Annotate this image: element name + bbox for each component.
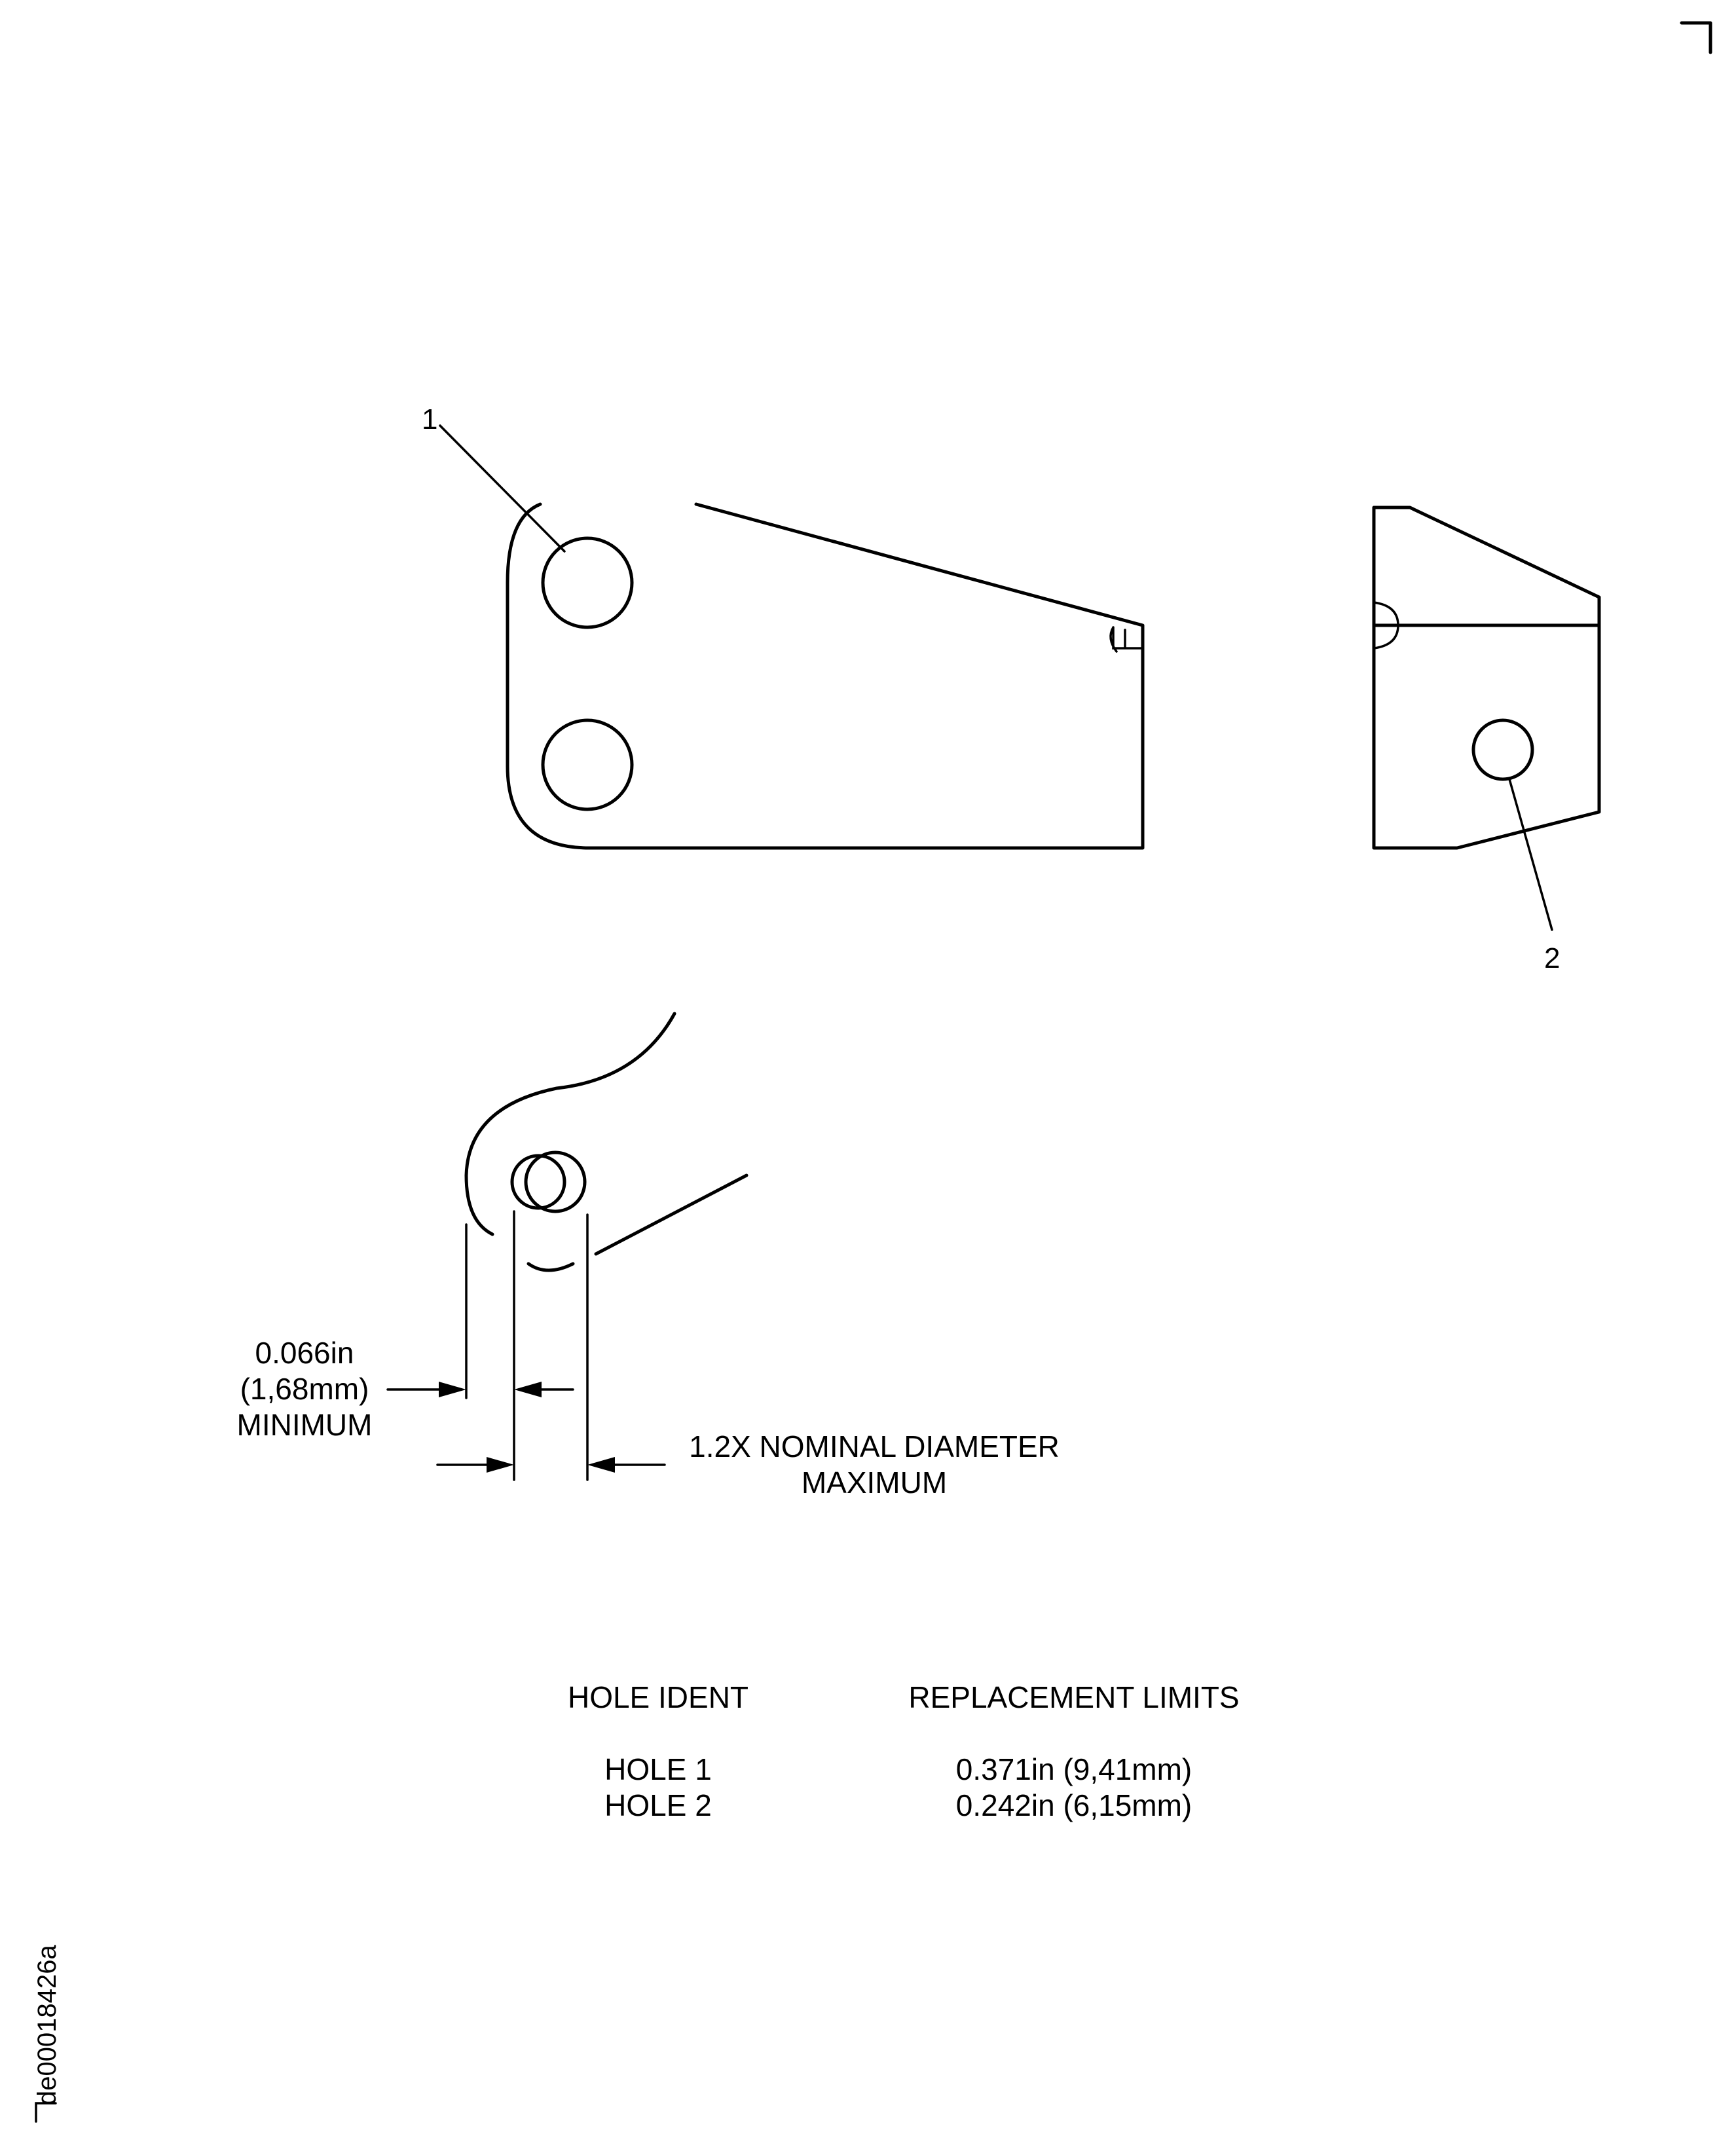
- hole-2-end-circle: [1471, 718, 1534, 781]
- bracket-notch: [1109, 626, 1144, 653]
- callout-1-label: 1: [422, 403, 437, 435]
- hole-1-circle: [541, 536, 634, 629]
- min-dimension-mm: (1,68mm): [240, 1372, 369, 1406]
- detail-elongated-hole-bottom: [526, 1262, 575, 1272]
- min-dim-arrow-right-head: [514, 1382, 542, 1397]
- docid-frame-mark: [35, 2102, 57, 2123]
- hole-wear-detail: [386, 1012, 748, 1481]
- detail-hole-original: [510, 1154, 566, 1210]
- detail-lower-edge: [594, 1173, 748, 1256]
- bracket-side-view: [506, 502, 1145, 850]
- max-dim-arrow-left-head: [487, 1457, 514, 1473]
- max-dimension-label-2: MAXIMUM: [802, 1465, 947, 1499]
- callout-1-leader: [439, 424, 566, 553]
- detail-hole-worn: [524, 1150, 587, 1213]
- bracket-end-view: [1372, 506, 1601, 850]
- document-id: de00018426a: [33, 1945, 62, 2105]
- table-row-1-limit: 0.371in (9,41mm): [956, 1752, 1192, 1786]
- max-dim-arrow-right-head: [587, 1457, 615, 1473]
- replacement-limits-table: HOLE IDENT REPLACEMENT LIMITS HOLE 1 0.3…: [568, 1680, 1240, 1822]
- max-dimension-label-1: 1.2X NOMINAL DIAMETER: [689, 1429, 1060, 1463]
- min-dim-arrow-left-head: [439, 1382, 466, 1397]
- table-row-2-limit: 0.242in (6,15mm): [956, 1788, 1192, 1822]
- table-header-hole-ident: HOLE IDENT: [568, 1680, 748, 1714]
- bracket-outline: [506, 502, 1145, 850]
- min-dimension-inches: 0.066in: [255, 1336, 354, 1370]
- end-view-notch: [1373, 601, 1399, 650]
- table-header-replacement-limits: REPLACEMENT LIMITS: [908, 1680, 1239, 1714]
- detail-upper-edge: [464, 1012, 676, 1236]
- corner-frame-mark: [1680, 21, 1712, 54]
- callout-2-label: 2: [1544, 942, 1560, 974]
- min-dimension-label: MINIMUM: [237, 1408, 373, 1442]
- end-view-outline: [1372, 506, 1601, 850]
- table-row-1-ident: HOLE 1: [604, 1752, 712, 1786]
- callout-2-leader: [1508, 778, 1553, 931]
- table-row-2-ident: HOLE 2: [604, 1788, 712, 1822]
- hole-2-circle: [541, 718, 634, 811]
